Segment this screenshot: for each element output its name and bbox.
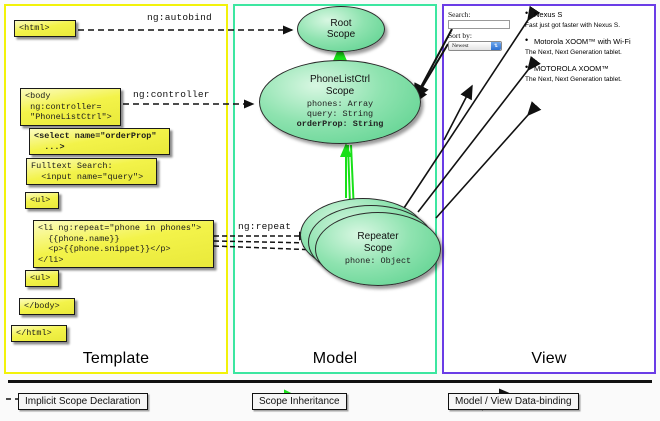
scope-root-title: Root Scope xyxy=(326,17,356,41)
scope-prop-query: query: String xyxy=(306,109,374,120)
legend-label-implicit-scope: Implicit Scope Declaration xyxy=(18,392,148,410)
legend-label-data-binding: Model / View Data-binding xyxy=(448,392,579,410)
code-box-body-close: </body> xyxy=(19,298,75,315)
code-box-select-orderprop: <select name="orderProp" ...> xyxy=(29,128,170,155)
edge-label-ng-autobind: ng:autobind xyxy=(147,12,212,23)
list-item[interactable]: MOTOROLA XOOM™ The Next, Next Generation… xyxy=(525,63,655,84)
repeater-scope-title: Repeater Scope xyxy=(357,231,399,254)
phone-snippet: Fast just got faster with Nexus S. xyxy=(525,22,621,29)
view-form: Search: Sort by: Newest ⇅ xyxy=(448,10,652,140)
search-label: Search: xyxy=(448,10,471,19)
scope-phonelistctrl: PhoneListCtrl Scope phones: Array query:… xyxy=(259,60,421,144)
code-box-body-open: <body ng:controller= "PhoneListCtrl"> xyxy=(20,88,121,126)
scope-root: Root Scope xyxy=(297,6,385,52)
list-item[interactable]: Nexus S Fast just got faster with Nexus … xyxy=(525,9,655,30)
scope-prop-phones: phones: Array xyxy=(306,99,374,110)
phone-snippet: The Next, Next Generation tablet. xyxy=(525,76,622,83)
legend-divider xyxy=(8,380,652,383)
panel-template: Template xyxy=(4,4,228,374)
panel-template-label: Template xyxy=(82,350,150,367)
phone-name: MOTOROLA XOOM™ xyxy=(525,63,655,73)
legend-item-implicit-scope: Implicit Scope Declaration xyxy=(18,391,148,411)
legend: Implicit Scope Declaration Scope Inherit… xyxy=(0,378,660,421)
phone-list: Nexus S Fast just got faster with Nexus … xyxy=(525,9,655,91)
legend-item-data-binding: Model / View Data-binding xyxy=(448,391,579,411)
phone-snippet: The Next, Next Generation tablet. xyxy=(525,49,622,56)
panel-view-label: View xyxy=(531,350,567,367)
sort-by-select[interactable]: Newest ⇅ xyxy=(448,41,502,51)
list-item[interactable]: Motorola XOOM™ with Wi-Fi The Next, Next… xyxy=(525,36,655,57)
sort-by-selected-value: Newest xyxy=(452,43,469,49)
code-box-html-close: </html> xyxy=(11,325,67,342)
repeater-scope: Repeater Scope phone: Object xyxy=(315,212,441,286)
legend-item-scope-inheritance: Scope Inheritance xyxy=(252,391,347,411)
chevron-updown-icon: ⇅ xyxy=(491,42,501,50)
scope-prop-phone: phone: Object xyxy=(344,256,412,267)
edge-label-ng-controller: ng:controller xyxy=(133,89,210,100)
code-box-li-ng-repeat: <li ng:repeat="phone in phones"> {{phone… xyxy=(33,220,214,268)
edge-label-ng-repeat: ng:repeat xyxy=(238,221,292,232)
repeater-scope-props: phone: Object xyxy=(344,256,412,267)
code-box-ul-open: <ul> xyxy=(25,192,59,209)
search-input[interactable] xyxy=(448,20,510,29)
panel-model-label: Model xyxy=(312,350,358,367)
phone-name: Nexus S xyxy=(525,9,655,19)
scope-prop-orderprop: orderProp: String xyxy=(296,118,384,129)
code-box-html-open: <html> xyxy=(14,20,76,37)
scope-phonelistctrl-title: PhoneListCtrl Scope xyxy=(309,74,371,97)
phone-name: Motorola XOOM™ with Wi-Fi xyxy=(525,36,655,46)
legend-label-scope-inheritance: Scope Inheritance xyxy=(252,392,347,410)
code-box-ul-close: <ul> xyxy=(25,270,59,287)
code-box-fulltext-search-input: Fulltext Search: <input name="query"> xyxy=(26,158,157,185)
scope-phonelistctrl-props: phones: Array query: String orderProp: S… xyxy=(296,99,384,129)
sort-by-label: Sort by: xyxy=(448,31,472,40)
